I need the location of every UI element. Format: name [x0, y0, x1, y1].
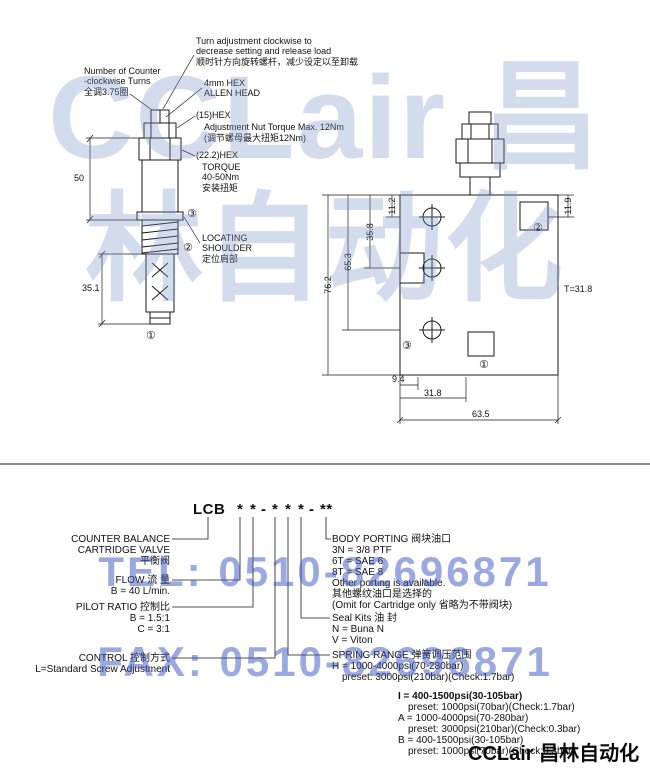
valve-dimension-lines [86, 134, 150, 328]
spec-body-porting-3n: 3N = 3/8 PTF [332, 545, 392, 556]
spec-counter-balance: COUNTER BALANCE CARTRIDGE VALVE 平衡阀 [0, 534, 170, 567]
note-torque-line1: TORQUE [202, 162, 241, 172]
spec-flow-title: FLOW 流 量 [115, 575, 170, 586]
note-turn-adjust-line2: decrease setting and release load [196, 46, 332, 56]
spec-body-porting-title: BODY PORTING 阀块油口 [332, 534, 452, 545]
spring-option-b-preset: preset: 1000psi(70bar)(Check:0.3bar) [408, 746, 575, 757]
port-2-marker-block: ② [533, 222, 543, 234]
spec-control: CONTROL 控制方式 L=Standard Screw Adjustment [0, 653, 170, 675]
spec-body-porting-omit: (Omit for Cartridge only 省略为不带阀块) [332, 600, 513, 611]
spec-pilot-ratio-c: C = 3:1 [137, 624, 170, 635]
spring-option-i-preset: preset: 1000psi(70bar)(Check:1.7bar) [408, 702, 575, 713]
port-3-marker-block: ③ [402, 340, 412, 352]
block-dimension-lines [322, 194, 574, 424]
spec-body-porting-other-cn: 其他螺纹油口是选择的 [332, 589, 432, 600]
model-code-star-3: * [272, 501, 279, 518]
spec-control-title: CONTROL 控制方式 [78, 653, 170, 664]
port-1-marker-block: ① [479, 359, 489, 371]
spec-counter-balance-cn: 平衡阀 [140, 556, 170, 567]
note-ccw-turns-line2: -clockwise Turns [84, 76, 151, 86]
spec-body-porting-8t: 8T = SAE 8 [332, 567, 384, 578]
spec-seal-kits-n: N = Buna N [332, 624, 384, 635]
spec-body-porting-other-en: Other porting is available. [332, 578, 446, 589]
valve-on-body-view [455, 111, 505, 195]
spring-option-a: A = 1000-4000psi(70-280bar) [398, 713, 529, 724]
spec-spring-range-title: SPRING RANGE 弹簧调压范围 [332, 650, 472, 661]
model-code-star-5: * [298, 501, 305, 518]
note-ccw-turns-cn: 全调3.75圈 [84, 87, 129, 97]
dim-35-8: 35.8 [365, 223, 375, 241]
dim-9-4: 9.4 [392, 374, 405, 384]
spec-flow-value: B = 40 L/min. [110, 586, 170, 597]
note-nut-torque-cn: (调节螺母最大扭矩12Nm) [204, 133, 307, 143]
spec-counter-balance-line2: CARTRIDGE VALVE [77, 545, 170, 556]
spec-pilot-ratio: PILOT RATIO 控制比 B = 1.5:1 C = 3:1 [0, 602, 170, 635]
note-turn-adjust-cn: 顺时针方向旋转螺杆，减少设定以至卸载 [196, 57, 359, 67]
model-code-star-2: * [250, 501, 257, 518]
dim-11-9: 11.9 [563, 197, 573, 215]
footer-brand-logo: CCLair 昌林自动化 [468, 743, 640, 765]
spec-body-porting: BODY PORTING 阀块油口 3N = 3/8 PTF 6T = SAE … [332, 534, 644, 611]
spec-spring-range-h-preset: preset: 3000psi(210bar)(Check:1.7bar) [342, 672, 515, 683]
dim-76-2: 76.2 [323, 276, 333, 294]
note-allen-head-line2: ALLEN HEAD [204, 88, 261, 98]
spec-spring-options: I = 400-1500psi(30-105bar) preset: 1000p… [398, 691, 648, 757]
spec-pilot-ratio-b: B = 1.5:1 [129, 613, 170, 624]
spec-flow: FLOW 流 量 B = 40 L/min. [0, 575, 170, 597]
note-nut-torque-en: Adjustment Nut Torque Max. 12Nm [204, 122, 344, 132]
spec-spring-range-h: H = 1000-4000psi(70-280bar) [332, 661, 464, 672]
spring-option-b: B = 400-1500psi(30-105bar) [398, 735, 524, 746]
dim-65-3: 65.3 [343, 253, 353, 271]
annotation-leader-lines [129, 54, 203, 244]
port-1-marker-valve: ① [146, 330, 156, 342]
note-hex15: (15)HEX [196, 110, 231, 120]
note-locating-line1: LOCATING [202, 233, 248, 243]
dim-t-31-8: T=31.8 [564, 284, 593, 294]
port-2-marker-valve: ② [183, 242, 193, 254]
note-locating-cn: 定位肩部 [202, 254, 239, 264]
note-allen-head-line1: 4mm HEX [204, 78, 246, 88]
model-code-star-group-3: ** [320, 501, 333, 518]
note-ccw-turns-line1: Number of Counter [84, 66, 161, 76]
spec-spring-range: SPRING RANGE 弹簧调压范围 H = 1000-4000psi(70-… [332, 650, 644, 683]
spec-counter-balance-line1: COUNTER BALANCE [71, 534, 170, 545]
spec-pilot-ratio-title: PILOT RATIO 控制比 [75, 602, 170, 613]
spec-control-value: L=Standard Screw Adjustment [35, 664, 170, 675]
model-code-dash-2: - [309, 501, 315, 518]
spec-seal-kits-v: V = Viton [332, 635, 373, 646]
spring-option-i: I = 400-1500psi(30-105bar) [398, 691, 523, 702]
dim-31-8: 31.8 [424, 388, 442, 398]
dim-11-2: 11.2 [387, 197, 397, 215]
model-code-star-4: * [285, 501, 292, 518]
note-turn-adjust-line1: Turn adjustment clockwise to [196, 36, 312, 46]
dim-50: 50 [74, 173, 85, 183]
note-hex222: (22.2)HEX [196, 150, 239, 160]
dim-63-5: 63.5 [472, 409, 490, 419]
port-3-marker-valve: ③ [187, 208, 197, 220]
model-code-connectors [172, 517, 331, 659]
spec-seal-kits-title: Seal Kits 油 封 [332, 613, 398, 624]
model-code-prefix: LCB [193, 501, 226, 518]
valve-body-block [399, 194, 559, 376]
model-code-dash-1: - [261, 501, 267, 518]
dim-35-1: 35.1 [82, 283, 100, 293]
note-torque-line2: 40-50Nm [202, 172, 240, 182]
spec-seal-kits: Seal Kits 油 封 N = Buna N V = Viton [332, 613, 644, 646]
note-torque-cn: 安装扭矩 [202, 183, 239, 193]
model-code-star-1: * [237, 501, 244, 518]
spring-option-a-preset: preset: 3000psi(210bar)(Check:0.3bar) [408, 724, 581, 735]
note-locating-line2: SHOULDER [202, 243, 253, 253]
spec-body-porting-6t: 6T = SAE 6 [332, 556, 384, 567]
valve-side-view [136, 109, 184, 325]
